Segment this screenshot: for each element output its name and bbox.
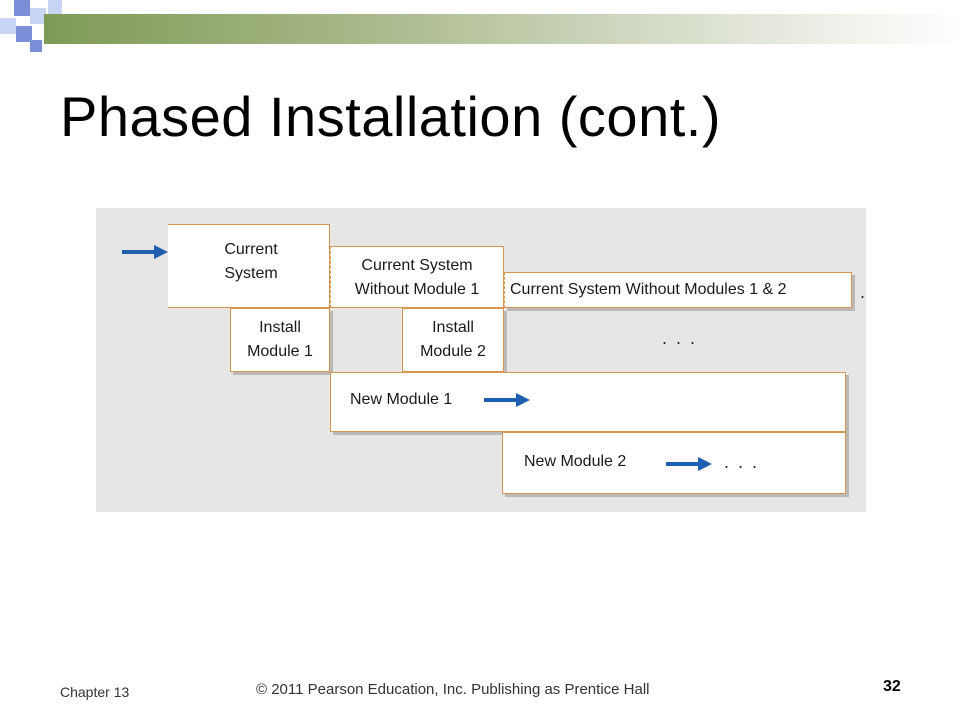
corner-square-6: [48, 0, 62, 14]
corner-square-5: [30, 40, 42, 52]
copyright-text: © 2011 Pearson Education, Inc. Publishin…: [256, 681, 650, 698]
install-module-1-label: Install Module 1: [247, 319, 313, 360]
current-continuation-dot: .: [860, 282, 868, 302]
current-system-label: Current System: [224, 241, 278, 282]
install-module-2-box: [402, 308, 504, 372]
chapter-label: Chapter 13: [60, 684, 130, 700]
new-module-1-label: New Module 1: [350, 391, 453, 408]
current-without-module-1-label: Current System Without Module 1: [354, 257, 480, 298]
current-without-modules-1-2-box: [504, 272, 852, 308]
corner-square-1: [14, 0, 30, 16]
new-module-2-continuation-dots: . . .: [724, 452, 760, 472]
new-module-1-arrow-icon: [484, 393, 530, 407]
install-module-1-box: [230, 308, 330, 372]
new-module-2-arrow-icon: [666, 457, 712, 471]
corner-square-2: [30, 8, 46, 24]
current-system-box: [168, 224, 330, 308]
phased-installation-diagram: Current System Current System Without Mo…: [96, 208, 866, 512]
corner-square-4: [16, 26, 32, 42]
install-module-2-label: Install Module 2: [420, 319, 486, 360]
page-title: Phased Installation (cont.): [60, 85, 721, 148]
input-arrow-icon: [122, 245, 168, 259]
new-module-1-box: [330, 372, 846, 432]
current-without-module-1-box: [330, 246, 504, 308]
page-number: 32: [883, 678, 901, 695]
header-band: [44, 14, 960, 44]
current-without-modules-1-2-label: Current System Without Modules 1 & 2: [510, 281, 787, 298]
corner-square-3: [0, 18, 16, 34]
new-module-2-label: New Module 2: [524, 453, 627, 470]
install-continuation-dots: . . .: [662, 328, 698, 348]
